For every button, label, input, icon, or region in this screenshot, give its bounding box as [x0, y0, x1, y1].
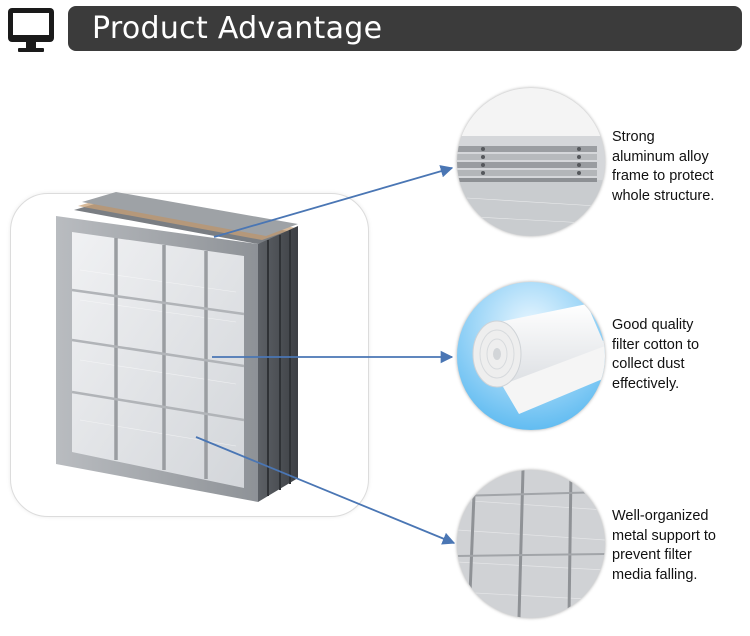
monitor-icon — [8, 8, 54, 52]
frame-detail-image — [457, 88, 605, 236]
header: Product Advantage — [0, 0, 750, 60]
feature-caption-frame: Strong aluminum alloy frame to protect w… — [612, 129, 715, 204]
feature-caption-support: Well-organized metal support to prevent … — [612, 508, 716, 583]
metal-support-detail-image — [457, 470, 605, 618]
cotton-roll-detail-image — [457, 282, 605, 430]
page-title: Product Advantage — [92, 11, 383, 46]
feature-caption-cotton: Good quality filter cotton to collect du… — [612, 317, 700, 392]
title-bar: Product Advantage — [68, 6, 742, 51]
